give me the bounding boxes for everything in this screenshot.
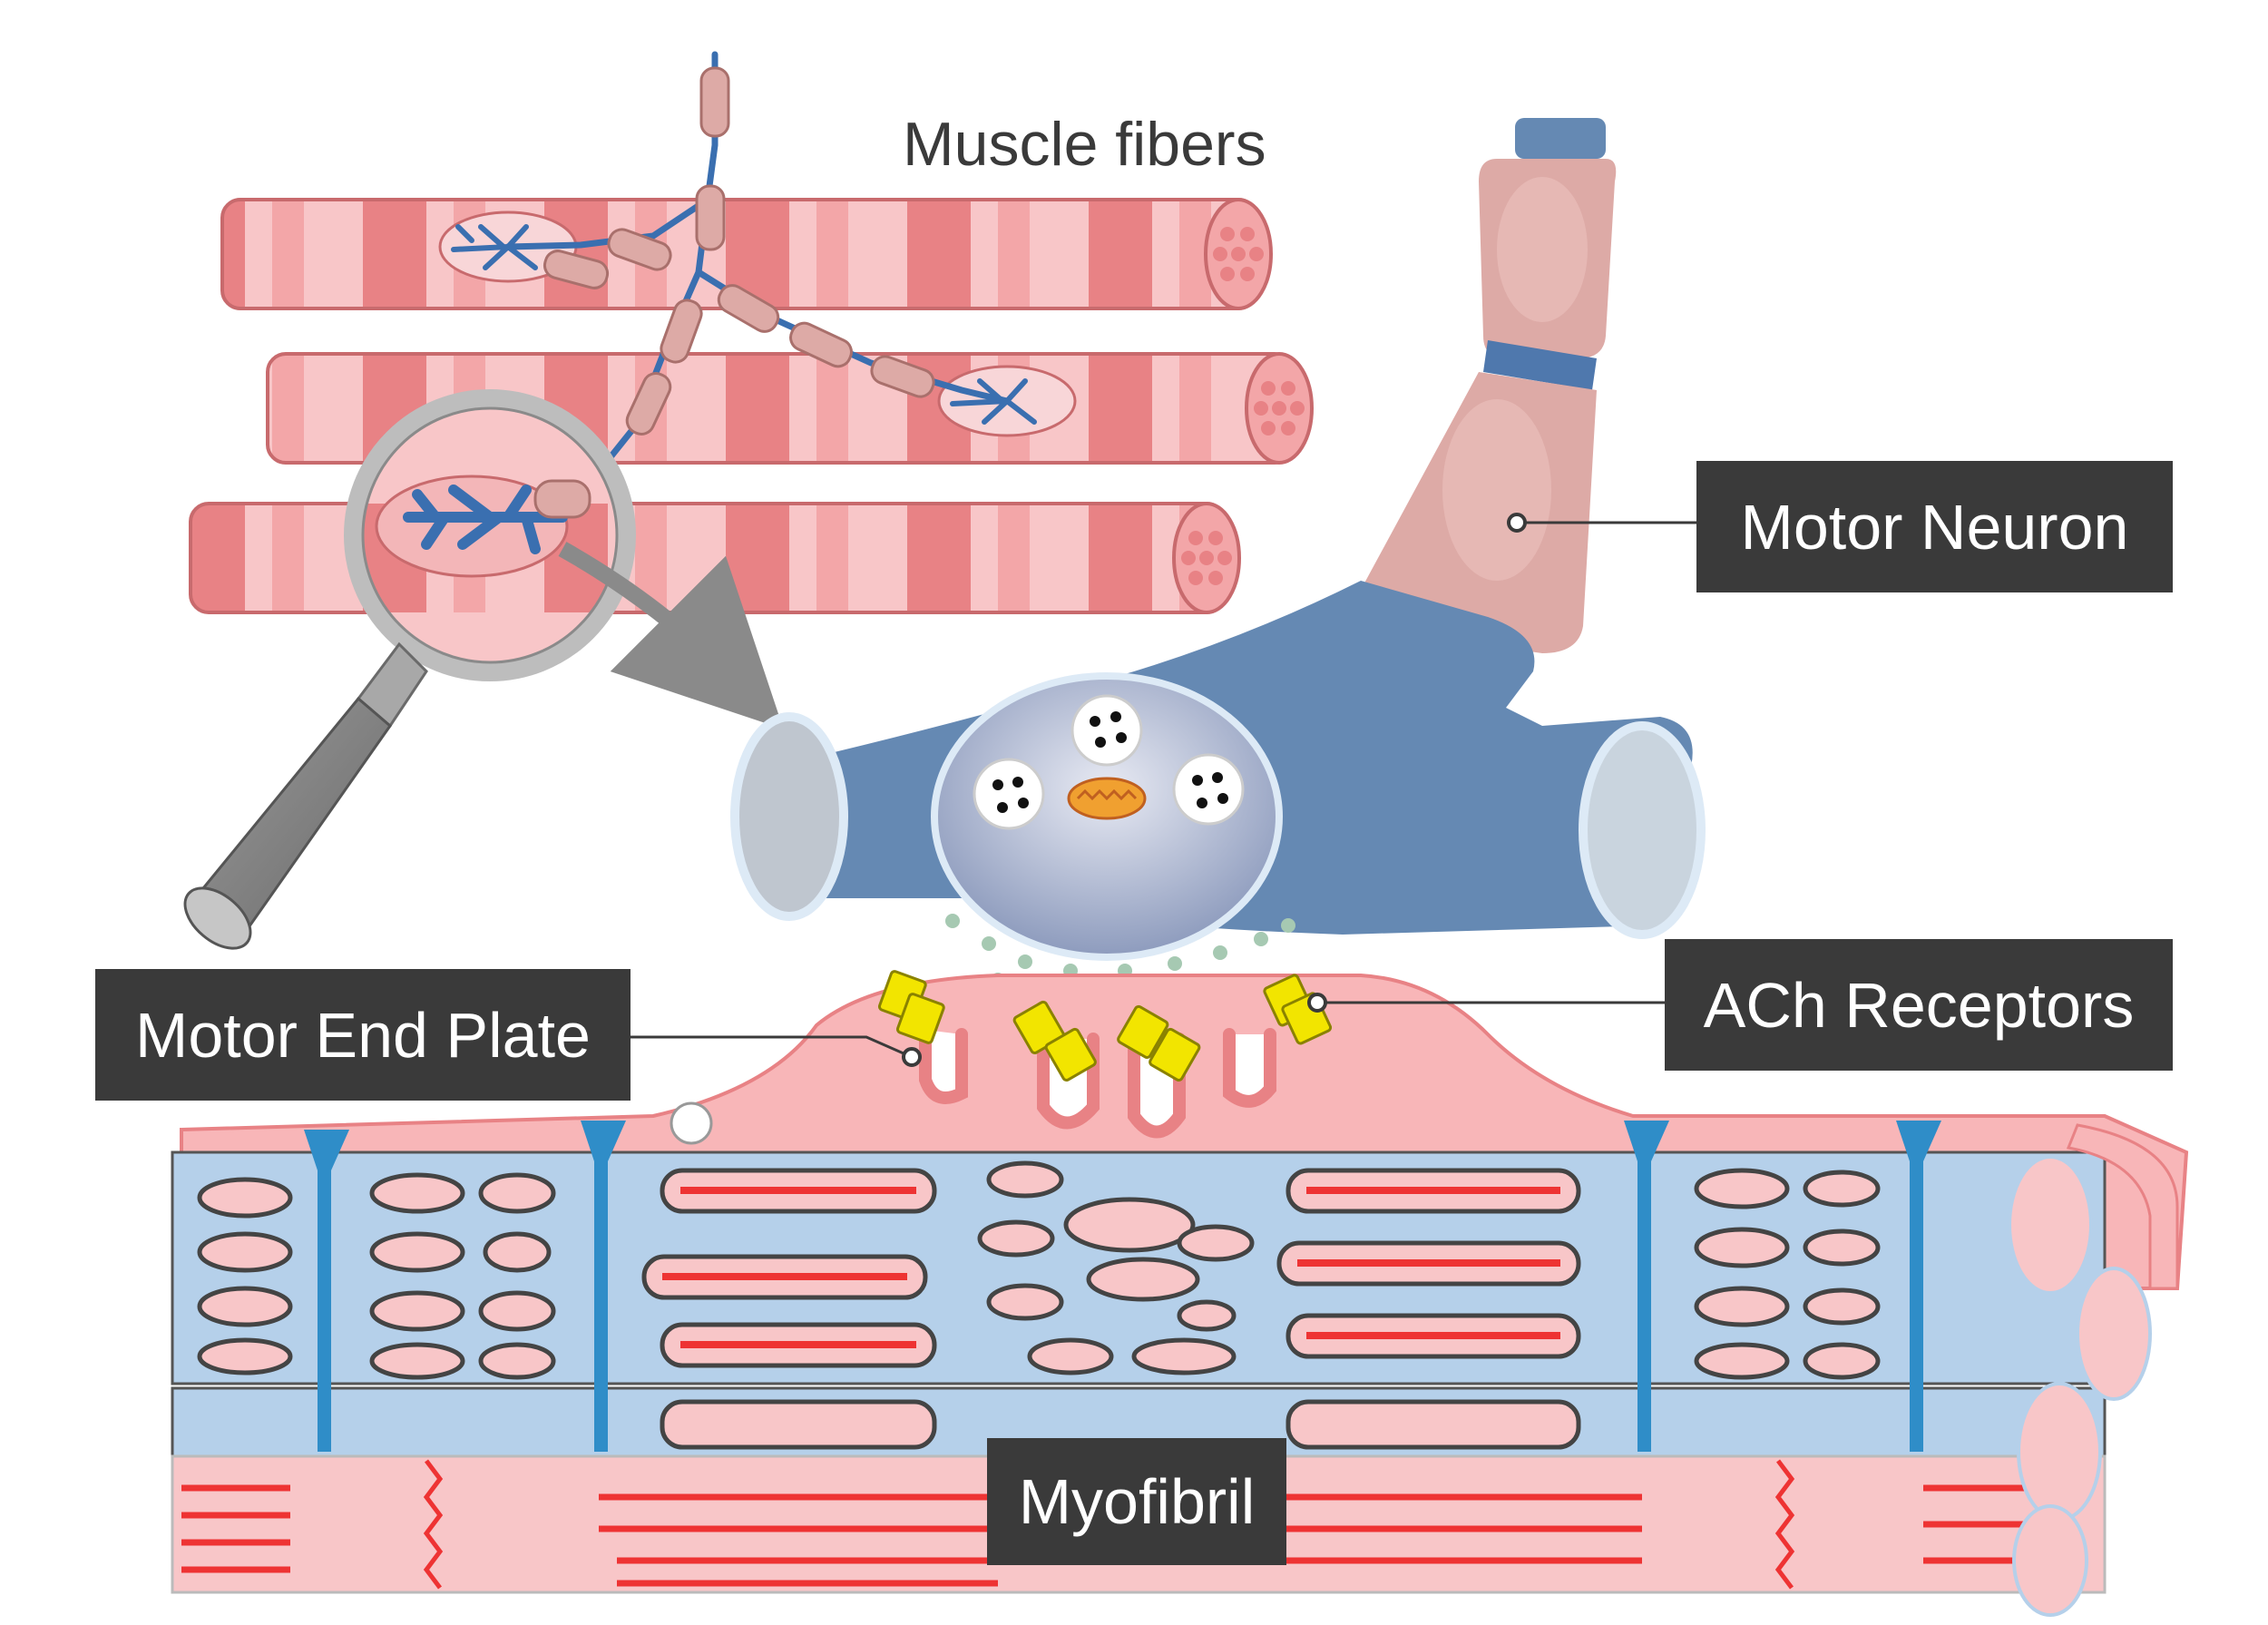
nerve-terminal-branches: [451, 224, 1037, 425]
muscle-fibers-label: Muscle fibers: [903, 110, 1266, 179]
actin-filaments: [662, 1187, 1560, 1348]
magnifying-glass-icon: [183, 389, 636, 950]
synaptic-terminal: [931, 672, 1283, 961]
leader-dots: [902, 513, 1527, 1067]
leader-lines: [631, 521, 1696, 1059]
motor-end-plate-label: Motor End Plate: [95, 969, 631, 1101]
vesicle: [973, 758, 1045, 830]
t-tubules: [304, 1121, 1941, 1452]
mitochondrion: [1067, 777, 1147, 820]
vesicle: [1070, 694, 1143, 767]
myofibril-ends: [2008, 1155, 2152, 1617]
ach-receptors: [877, 970, 1333, 1082]
ach-receptors-label: ACh Receptors: [1665, 939, 2173, 1071]
motor-neuron-label: Motor Neuron: [1696, 461, 2173, 592]
myofibril-label: Myofibril: [987, 1438, 1286, 1565]
myelin-segments: [543, 66, 935, 436]
sarcolemma: [2066, 1123, 2179, 1290]
vesicle: [1172, 753, 1245, 826]
zoom-arrow: [558, 542, 784, 729]
